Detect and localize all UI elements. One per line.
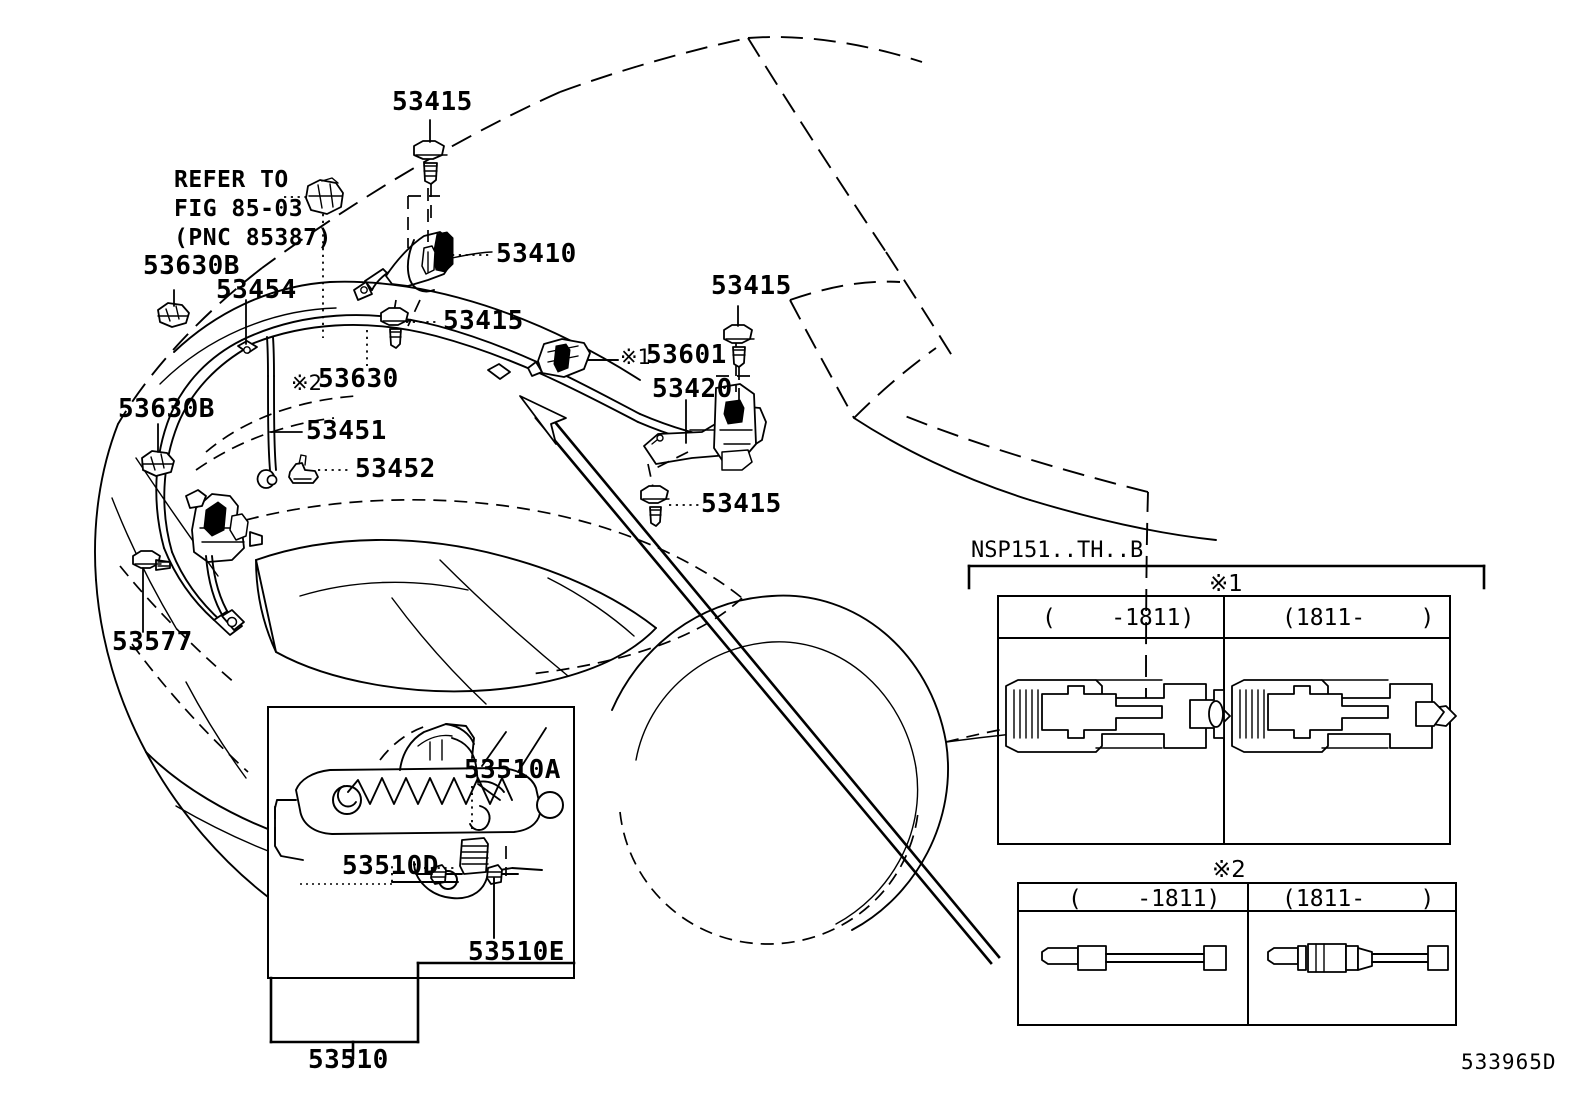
inset-detail-box <box>267 706 576 1060</box>
detail-pointer-arrow <box>519 395 1001 965</box>
leader-lines <box>142 119 739 633</box>
bolt-53415-midleft <box>380 307 410 349</box>
variant-group-label-nsp151: NSP151..TH..B <box>971 538 1144 563</box>
callout-53415-right-bottom: 53415 <box>701 489 782 519</box>
cable-clip-53630B-upper <box>157 302 190 328</box>
car-body-outline <box>94 36 1217 945</box>
variant-table-2-col-1-header: ( -1811) <box>1068 886 1221 912</box>
variant-table-1 <box>967 564 1486 845</box>
connector-variant-b-drawing <box>1231 679 1457 753</box>
bolt-53415-right-bottom <box>640 485 670 527</box>
mark-1-switch: ※1 <box>620 345 651 369</box>
callout-53415-right-top: 53415 <box>711 271 792 301</box>
callout-53510D: 53510D <box>342 851 439 881</box>
callout-53510: 53510 <box>308 1045 389 1075</box>
callout-53410: 53410 <box>496 239 577 269</box>
hood-latch-assembly-on-body <box>185 489 263 631</box>
hood-release-cable-53630 <box>155 314 731 636</box>
variant-table-2 <box>1017 882 1457 1026</box>
figure-id: 533965D <box>1461 1050 1557 1074</box>
callout-53454: 53454 <box>216 275 297 305</box>
hood-lock-hinge-53410 <box>353 188 454 327</box>
variant-table-2-col-2-header: (1811- ) <box>1282 886 1435 912</box>
callout-53420: 53420 <box>652 374 733 404</box>
callout-53451: 53451 <box>306 416 387 446</box>
callout-53510A: 53510A <box>464 755 561 785</box>
variant-table-1-col-2-header: (1811- ) <box>1282 605 1435 631</box>
callout-53601: 53601 <box>646 340 727 370</box>
callout-53577: 53577 <box>112 627 193 657</box>
clip-53454 <box>237 340 258 354</box>
callout-refer-to-fig: REFER TO FIG 85-03 (PNC 85387) <box>174 167 332 251</box>
variant-table-1-col-1-header: ( -1811) <box>1042 605 1195 631</box>
variant-table-1-mark: ※1 <box>1209 571 1243 597</box>
bolt-53415-right-top <box>723 324 755 400</box>
variant-table-2-mark: ※2 <box>1212 857 1246 883</box>
hood-lock-switch-53601 <box>527 338 619 378</box>
mark-2-cable: ※2 <box>291 371 322 395</box>
callout-53630: 53630 <box>318 364 399 394</box>
cable-variant-a-drawing <box>1041 945 1227 971</box>
hood-stay-rod-53451 <box>256 336 278 489</box>
bolt-53415-top <box>413 140 448 220</box>
callout-53630B-upper: 53630B <box>143 251 240 281</box>
connector-variant-a-drawing <box>1005 679 1231 753</box>
callout-53510E: 53510E <box>468 937 565 967</box>
bolt-53577 <box>132 550 171 571</box>
cable-clip-53630B-lower <box>141 450 175 477</box>
rod-clamp-53452 <box>288 454 319 484</box>
callout-53415-top: 53415 <box>392 87 473 117</box>
callout-53452: 53452 <box>355 454 436 484</box>
callout-53630B-lower: 53630B <box>118 394 215 424</box>
cable-variant-b-drawing <box>1267 943 1449 973</box>
refer-part-85387 <box>305 177 344 338</box>
callout-53415-midleft: 53415 <box>443 306 524 336</box>
